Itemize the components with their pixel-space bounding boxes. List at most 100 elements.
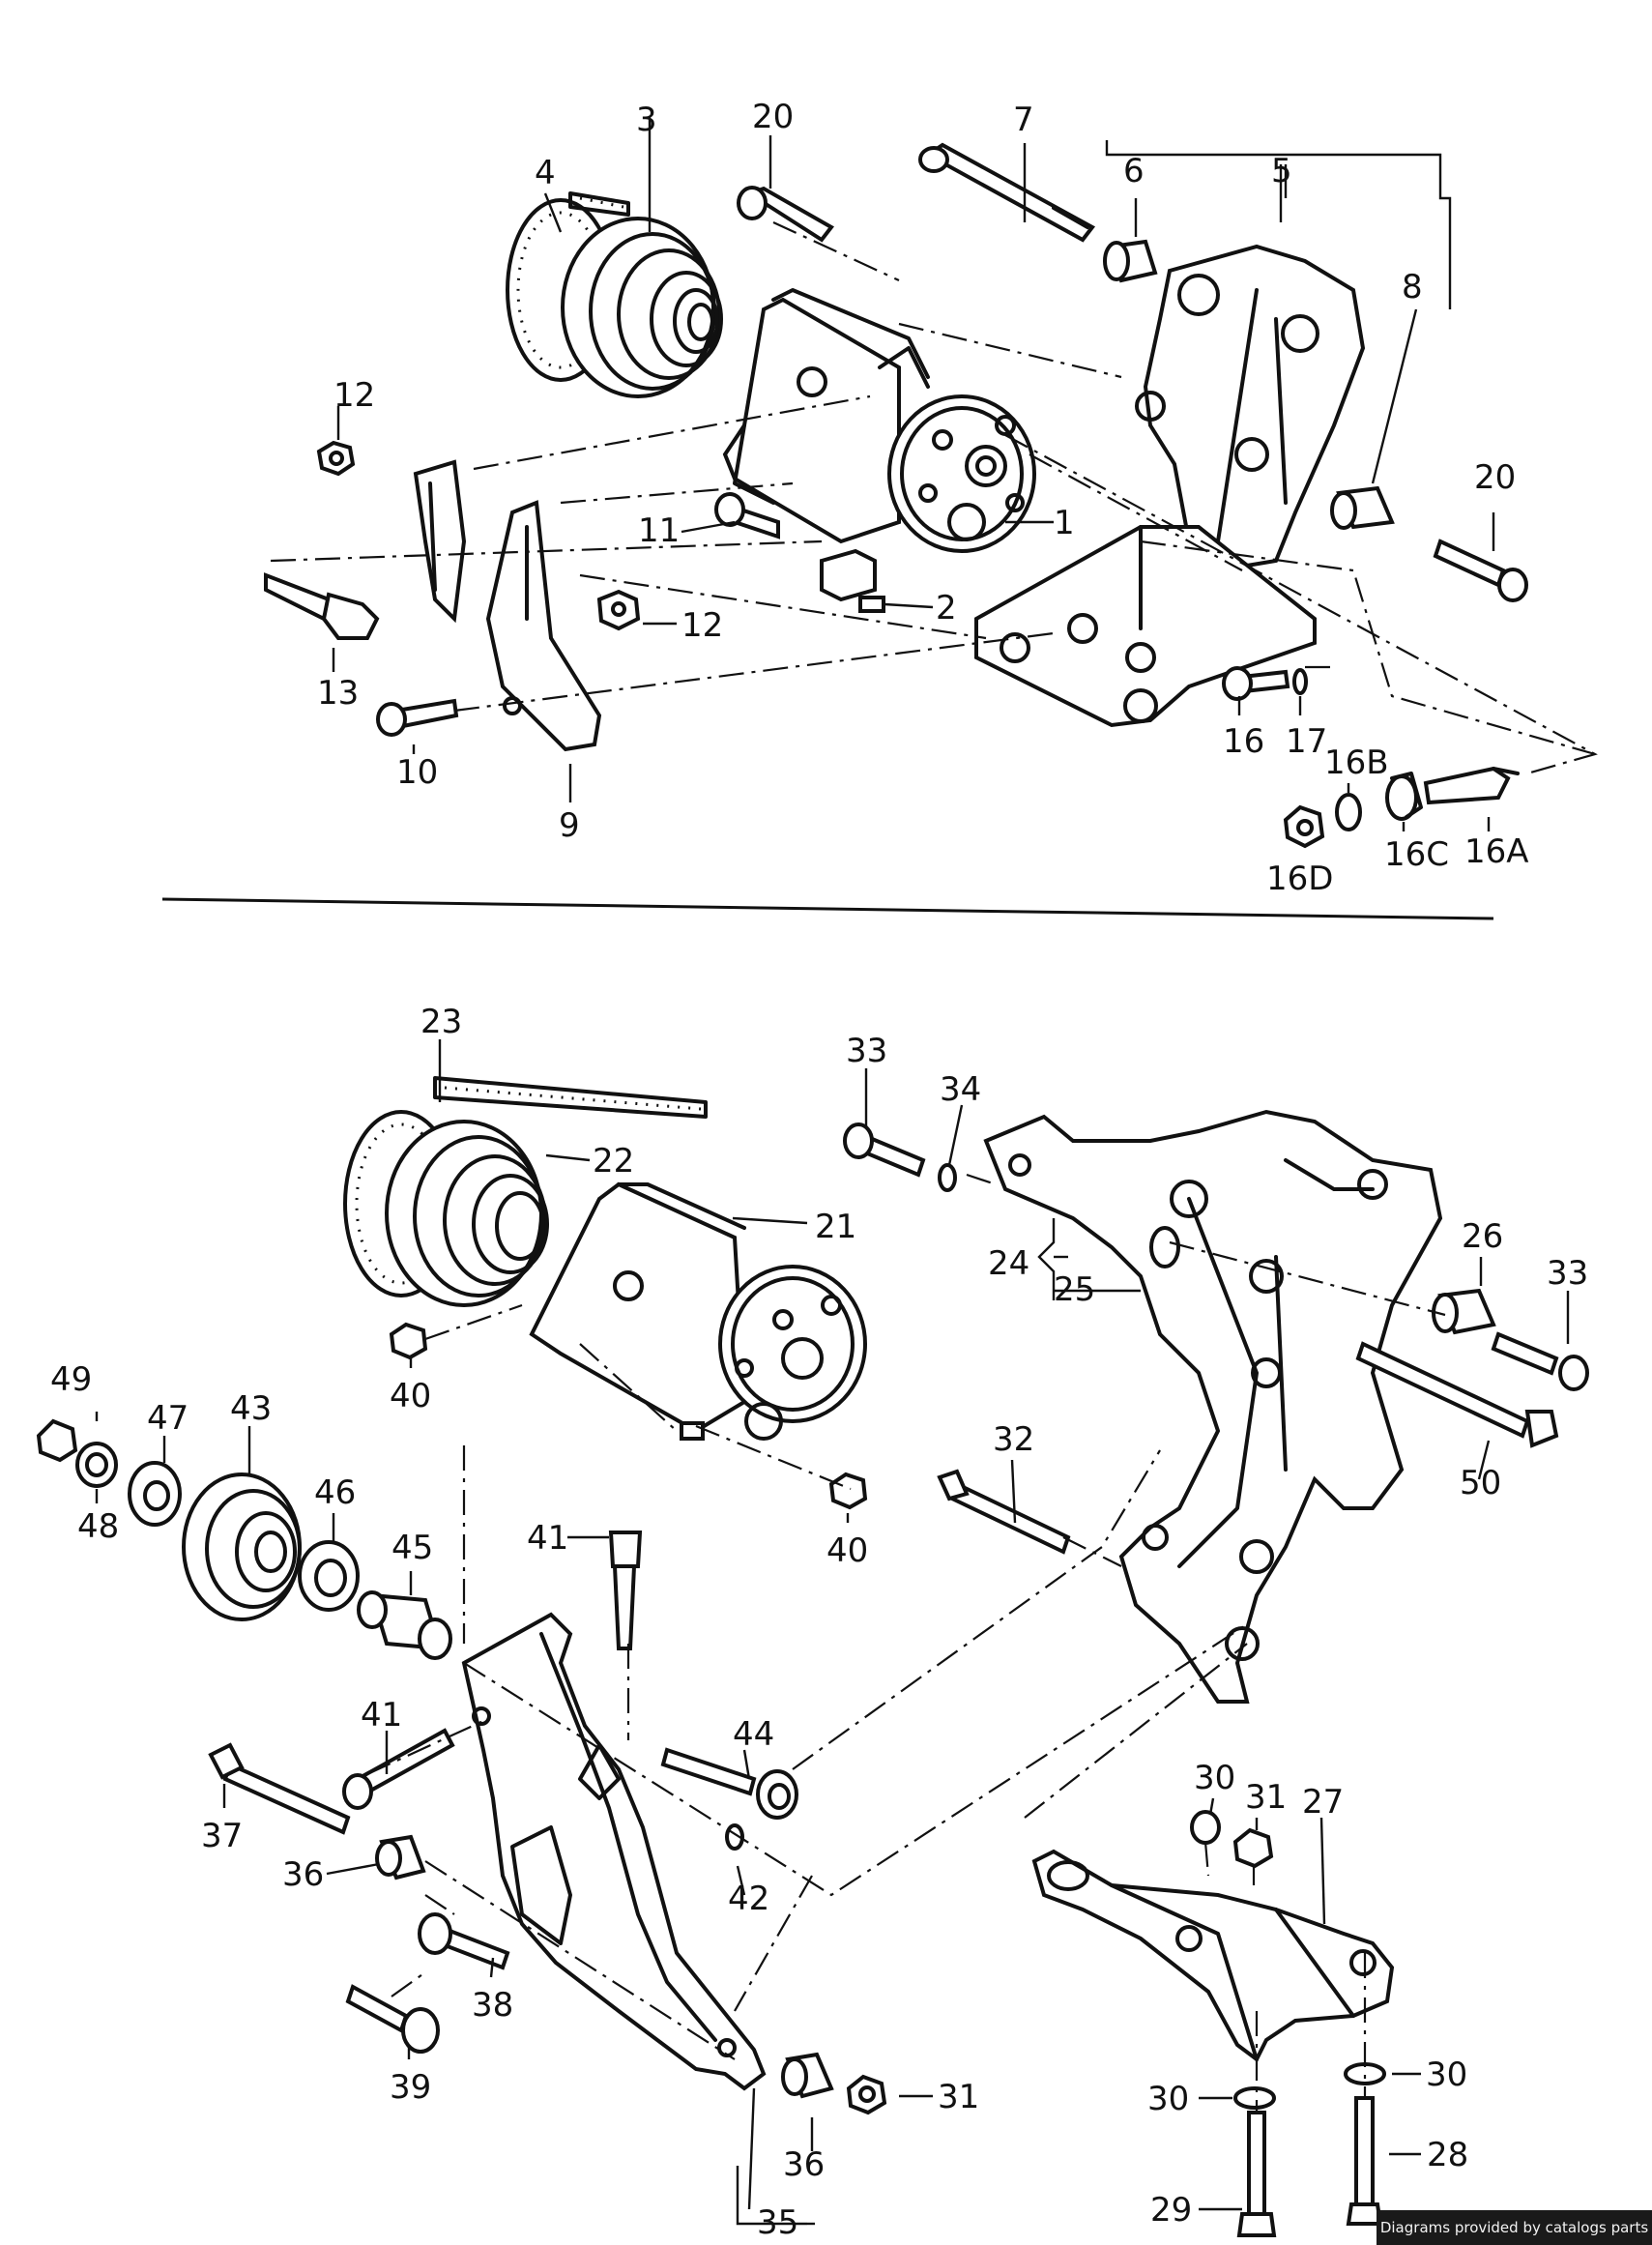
washer-17 bbox=[1292, 668, 1308, 695]
part-label-6: 6 bbox=[1123, 152, 1145, 190]
bottom-assembly: 21 22 23 24 25 26 27 28 29 30 30 30 31 3… bbox=[36, 1003, 1589, 2242]
bolt-33-upper bbox=[843, 1122, 926, 1178]
part-label-50: 50 bbox=[1460, 1464, 1501, 1502]
part-label-48: 48 bbox=[77, 1507, 119, 1546]
section-divider bbox=[161, 897, 1494, 920]
part-label-7: 7 bbox=[1013, 101, 1034, 139]
part-label-31-lower: 31 bbox=[938, 2078, 979, 2116]
part-label-16a: 16A bbox=[1464, 832, 1529, 871]
part-label-11: 11 bbox=[638, 511, 680, 550]
part-label-28: 28 bbox=[1427, 2136, 1468, 2174]
bolt-44 bbox=[660, 1747, 798, 1820]
part-label-42: 42 bbox=[728, 1880, 769, 1918]
part-label-2: 2 bbox=[936, 589, 957, 627]
washer-34 bbox=[938, 1163, 957, 1192]
part-label-16b: 16B bbox=[1324, 743, 1389, 782]
part-label-17: 17 bbox=[1286, 722, 1327, 761]
bolt-50 bbox=[1355, 1341, 1559, 1448]
bolt-39 bbox=[345, 1984, 440, 2054]
ac-compressor-1 bbox=[722, 288, 1036, 553]
washer-46 bbox=[298, 1540, 360, 1612]
part-label-46: 46 bbox=[314, 1473, 356, 1512]
nut-12-lower bbox=[596, 589, 641, 631]
part-label-31-upper: 31 bbox=[1245, 1778, 1287, 1817]
part-label-33-right: 33 bbox=[1547, 1254, 1588, 1293]
bolt-33-right bbox=[1491, 1331, 1589, 1391]
part-label-20-top: 20 bbox=[752, 98, 794, 136]
part-label-16c: 16C bbox=[1384, 835, 1449, 874]
part-label-24: 24 bbox=[988, 1244, 1029, 1283]
part-label-4: 4 bbox=[535, 154, 556, 192]
bolt-38 bbox=[418, 1912, 510, 1970]
part-label-26: 26 bbox=[1462, 1217, 1503, 1256]
mounting-bracket-5 bbox=[1135, 244, 1366, 573]
bolt-29 bbox=[1236, 2111, 1277, 2237]
bolt-37 bbox=[208, 1742, 351, 1835]
nut-40-upper bbox=[389, 1322, 428, 1360]
ac-compressor-21 bbox=[529, 1181, 867, 1441]
nut-12-upper bbox=[316, 440, 356, 477]
bolt-20-right bbox=[1433, 539, 1528, 602]
bolt-20-top bbox=[737, 186, 834, 243]
bushing-16c bbox=[1385, 772, 1423, 821]
part-label-41-upper: 41 bbox=[527, 1519, 568, 1558]
compressor-pulley-3 bbox=[561, 217, 723, 398]
part-label-16: 16 bbox=[1223, 722, 1264, 761]
part-label-41-lower: 41 bbox=[361, 1696, 402, 1735]
tensioner-strap bbox=[413, 459, 467, 624]
part-label-16d: 16D bbox=[1266, 860, 1333, 898]
part-label-27: 27 bbox=[1302, 1783, 1344, 1822]
part-label-37: 37 bbox=[201, 1817, 243, 1855]
part-label-45: 45 bbox=[391, 1529, 433, 1567]
bolt-41-upper bbox=[608, 1531, 643, 1650]
bolt-16 bbox=[1222, 666, 1290, 701]
part-label-32: 32 bbox=[993, 1420, 1034, 1459]
nut-40-lower bbox=[828, 1472, 868, 1510]
washer-30-upper bbox=[1190, 1810, 1221, 1845]
bolt-7 bbox=[918, 142, 1096, 243]
part-label-49: 49 bbox=[50, 1360, 92, 1399]
tensioner-bracket-35 bbox=[461, 1612, 767, 2091]
part-label-33-upper: 33 bbox=[846, 1032, 887, 1070]
bushing-26 bbox=[1432, 1288, 1496, 1335]
tension-screw-13 bbox=[264, 572, 380, 640]
part-label-25: 25 bbox=[1054, 1270, 1095, 1309]
connector-2 bbox=[820, 548, 885, 613]
bolt-16a bbox=[1423, 766, 1520, 805]
part-label-3: 3 bbox=[636, 101, 657, 139]
nut-31-lower bbox=[846, 2074, 887, 2115]
spacer-45 bbox=[357, 1590, 452, 1660]
part-label-30-left: 30 bbox=[1147, 2080, 1189, 2118]
mounting-bracket-24 bbox=[983, 1109, 1443, 1704]
part-label-40-upper: 40 bbox=[390, 1377, 431, 1415]
part-label-30-upper: 30 bbox=[1194, 1759, 1235, 1797]
bolt-32 bbox=[937, 1469, 1071, 1555]
bushing-16b bbox=[1335, 793, 1362, 831]
adjusting-arm-9 bbox=[485, 500, 602, 752]
washer-30-left bbox=[1233, 2086, 1276, 2110]
part-label-40-lower: 40 bbox=[826, 1531, 868, 1570]
washer-42 bbox=[725, 1823, 744, 1851]
bushing-36-left bbox=[375, 1834, 426, 1881]
washer-47 bbox=[128, 1461, 182, 1527]
part-label-44: 44 bbox=[733, 1715, 774, 1754]
part-label-9: 9 bbox=[559, 806, 580, 845]
nut-31-upper bbox=[1232, 1827, 1274, 1869]
part-label-34: 34 bbox=[940, 1070, 981, 1109]
nut-16d bbox=[1283, 804, 1325, 849]
bolt-11 bbox=[714, 492, 780, 539]
part-label-36-left: 36 bbox=[282, 1855, 324, 1894]
compressor-pulley-22 bbox=[385, 1120, 549, 1307]
part-label-23: 23 bbox=[420, 1003, 462, 1041]
part-label-29: 29 bbox=[1150, 2191, 1192, 2230]
part-label-21: 21 bbox=[815, 1208, 856, 1246]
part-label-5: 5 bbox=[1271, 152, 1292, 190]
bushing-8 bbox=[1330, 485, 1395, 530]
part-label-22: 22 bbox=[593, 1142, 634, 1181]
part-label-10: 10 bbox=[396, 753, 438, 792]
part-label-13: 13 bbox=[317, 674, 359, 713]
top-assembly: 1 2 3 4 5 6 7 8 9 10 11 12 12 13 16 16A … bbox=[264, 98, 1598, 898]
part-label-30-right: 30 bbox=[1426, 2055, 1467, 2094]
